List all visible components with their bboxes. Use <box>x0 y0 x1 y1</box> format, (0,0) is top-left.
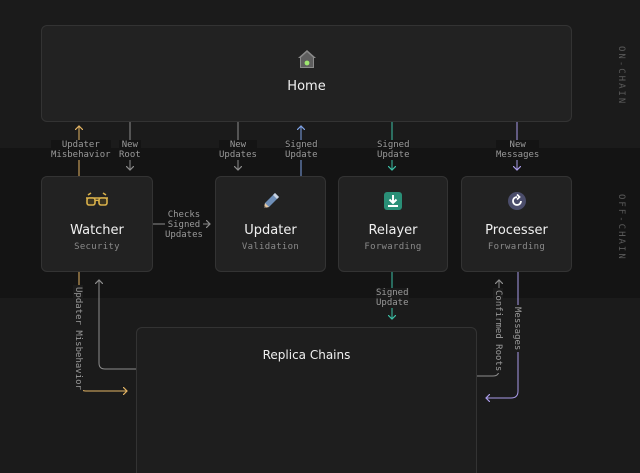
glasses-icon <box>85 190 109 216</box>
home-icon <box>296 48 318 74</box>
label-signed-update-relayer-bottom: Signed Update <box>376 288 409 308</box>
watcher-card[interactable]: Watcher Security <box>41 176 153 272</box>
label-new-updates: New Updates <box>219 140 257 160</box>
updater-subtitle: Validation <box>241 242 300 252</box>
label-updater-misbehavior-vertical: Updater Misbehavior <box>73 285 83 392</box>
updater-card[interactable]: Updater Validation <box>215 176 326 272</box>
off-chain-label: OFF-CHAIN <box>616 194 626 261</box>
relayer-card[interactable]: Relayer Forwarding <box>338 176 448 272</box>
label-confirmed-roots: Confirmed Roots <box>493 288 503 374</box>
processer-title: Processer <box>485 223 548 238</box>
replica-title: Replica Chains <box>262 348 351 362</box>
home-title: Home <box>287 79 326 94</box>
pencil-icon <box>260 190 282 216</box>
updater-title: Updater <box>244 223 297 238</box>
label-signed-update-updater: Signed Update <box>285 140 318 160</box>
label-checks-signed-updates: Checks Signed Updates <box>165 210 203 240</box>
download-icon <box>382 190 404 216</box>
edge-replica-to-watcher <box>99 280 136 370</box>
processer-subtitle: Forwarding <box>487 242 546 252</box>
on-chain-label: ON-CHAIN <box>616 46 626 106</box>
label-updater-misbehavior-top: Updater Misbehavior <box>51 140 111 160</box>
refresh-icon <box>506 190 528 216</box>
label-new-messages: New Messages <box>496 140 540 160</box>
replica-chains-card[interactable]: Replica Chains <box>136 327 477 473</box>
label-messages: Messages <box>512 305 522 353</box>
watcher-title: Watcher <box>70 223 124 238</box>
watcher-subtitle: Security <box>74 242 120 252</box>
label-new-root: New Root <box>119 140 141 160</box>
processer-card[interactable]: Processer Forwarding <box>461 176 572 272</box>
label-signed-update-relayer-top: Signed Update <box>377 140 410 160</box>
edge-processer-to-replica <box>486 272 519 398</box>
relayer-subtitle: Forwarding <box>364 242 422 252</box>
edge-watcher-to-replica <box>78 272 127 391</box>
relayer-title: Relayer <box>368 223 418 238</box>
home-card[interactable]: Home <box>41 25 572 122</box>
